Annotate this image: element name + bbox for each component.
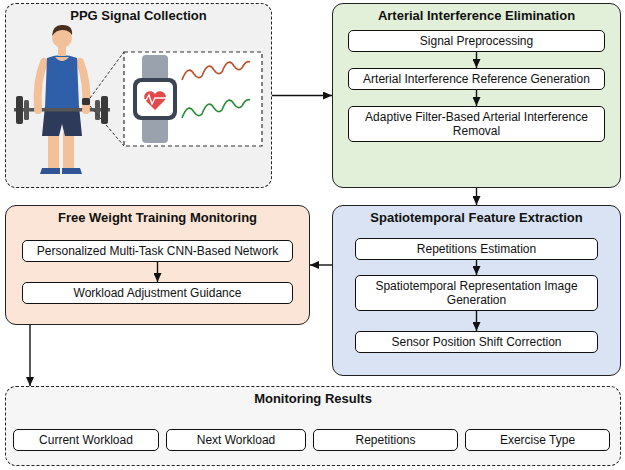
stage-panel: Spatiotemporal Feature ExtractionRepetit… xyxy=(332,205,621,376)
panel-title: Spatiotemporal Feature Extraction xyxy=(333,206,620,226)
process-box: Sensor Position Shift Correction xyxy=(355,331,598,353)
flow-arrow xyxy=(272,95,332,96)
box-label: Next Workload xyxy=(173,433,299,447)
process-box: Personalized Multi-Task CNN-Based Networ… xyxy=(22,240,293,262)
process-box: Adaptive Filter-Based Arterial Interfere… xyxy=(348,106,605,142)
process-box: Repetitions Estimation xyxy=(355,238,598,260)
flow-arrow xyxy=(476,260,477,275)
box-label: Signal Preprocessing xyxy=(355,34,598,48)
inset-frame xyxy=(124,52,262,146)
box-label: Spatiotemporal Representation Image Gene… xyxy=(362,279,591,307)
flow-arrow xyxy=(310,264,332,265)
box-label: Adaptive Filter-Based Arterial Interfere… xyxy=(355,110,598,138)
panel-title: Free Weight Training Monitoring xyxy=(6,206,309,226)
panel-title: Monitoring Results xyxy=(6,387,620,407)
result-box: Repetitions xyxy=(313,429,458,451)
flow-arrow xyxy=(476,52,477,68)
panel-title: Arterial Interference Elimination xyxy=(333,4,620,24)
result-box: Next Workload xyxy=(166,429,306,451)
result-box: Exercise Type xyxy=(465,429,610,451)
process-box: Arterial Interference Reference Generati… xyxy=(348,68,605,90)
dashed-panel: Monitoring ResultsCurrent Workload Next W… xyxy=(5,386,621,466)
result-box: Current Workload xyxy=(13,429,159,451)
box-label: Workload Adjustment Guidance xyxy=(29,286,286,300)
box-label: Sensor Position Shift Correction xyxy=(362,335,591,349)
box-label: Personalized Multi-Task CNN-Based Networ… xyxy=(29,244,286,258)
smartwatch-icon xyxy=(133,55,177,143)
panel-title: PPG Signal Collection xyxy=(6,4,271,24)
box-label: Repetitions xyxy=(320,433,451,447)
process-box: Spatiotemporal Representation Image Gene… xyxy=(355,275,598,311)
stage-panel: Arterial Interference EliminationSignal … xyxy=(332,3,621,188)
dashed-panel: PPG Signal Collection xyxy=(5,3,272,188)
flow-arrow xyxy=(476,188,477,205)
stage-panel: Free Weight Training MonitoringPersonali… xyxy=(5,205,310,325)
ppg-wave-green xyxy=(182,100,250,118)
process-box: Workload Adjustment Guidance xyxy=(22,282,293,304)
flow-arrow xyxy=(29,325,30,386)
flow-arrow xyxy=(157,262,158,282)
process-box: Signal Preprocessing xyxy=(348,30,605,52)
athlete-figure xyxy=(14,25,110,174)
box-label: Arterial Interference Reference Generati… xyxy=(355,72,598,86)
box-label: Exercise Type xyxy=(472,433,603,447)
flow-arrow xyxy=(476,311,477,331)
box-label: Current Workload xyxy=(20,433,152,447)
box-label: Repetitions Estimation xyxy=(362,242,591,256)
ppg-wave-red xyxy=(182,62,250,80)
flow-arrow xyxy=(476,90,477,106)
